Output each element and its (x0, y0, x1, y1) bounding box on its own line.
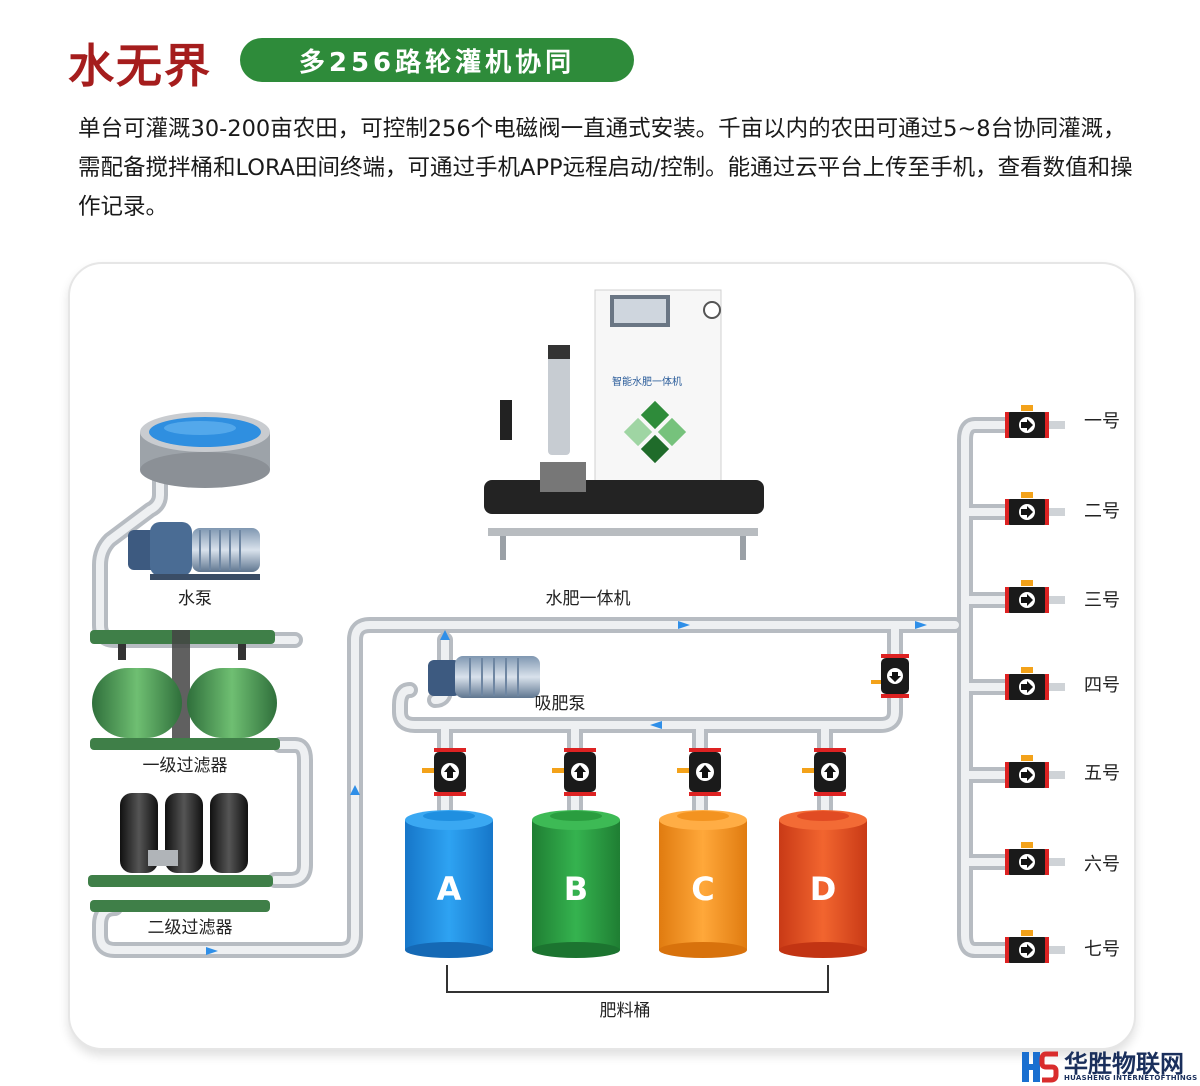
secondary-filter: 二级过滤器 (88, 793, 273, 938)
tank-d-letter: D (810, 870, 837, 908)
flow-arrow-icon (206, 947, 218, 955)
intro-paragraph: 单台可灌溉30-200亩农田，可控制256个电磁阀一直通式安装。千亩以内的农田可… (78, 116, 1133, 220)
tanks-bracket (446, 965, 829, 993)
tank-d: D (779, 810, 867, 958)
logo-english-name: HUASHENG INTERNETOFTHINGS (1064, 1074, 1198, 1082)
tank-c-letter: C (691, 870, 714, 908)
fertigation-machine-label: 水肥一体机 (546, 589, 631, 609)
tank-valve-b (552, 748, 596, 796)
suction-pump-label: 吸肥泵 (535, 694, 586, 714)
brand-title: 水无界 (68, 39, 212, 93)
outlet-valves: 一号 二号 三号 四号 五号 六号 七号 (1005, 405, 1120, 963)
fertigation-machine: 智能水肥一体机 水肥一体机 (484, 289, 764, 609)
outlet-valve-7 (1005, 930, 1065, 963)
flow-arrows (206, 621, 927, 955)
company-logo: 华胜物联网 HUASHENG INTERNETOFTHINGS (1018, 1048, 1200, 1086)
fertilizer-tanks: A B C D 肥料桶 (405, 810, 867, 1021)
flow-arrow-icon (915, 621, 927, 629)
outlet-label: 四号 (1084, 675, 1120, 696)
bypass-valve (871, 654, 909, 698)
suction-pump: 吸肥泵 (428, 656, 586, 714)
outlet-label: 五号 (1084, 763, 1120, 784)
secondary-filter-label: 二级过滤器 (148, 918, 233, 938)
logo-chinese-name: 华胜物联网 (1064, 1050, 1184, 1078)
outlet-valve-4 (1005, 667, 1065, 700)
flow-arrow-icon (440, 630, 450, 640)
outlet-label: 三号 (1084, 590, 1120, 611)
water-pool (140, 412, 270, 488)
tank-a: A (405, 810, 493, 958)
tank-valves (422, 748, 846, 796)
tank-a-letter: A (437, 870, 462, 908)
tank-valve-c (677, 748, 721, 796)
machine-brand-text: 智能水肥一体机 (612, 375, 682, 388)
tank-b-letter: B (564, 870, 588, 908)
outlet-valve-2 (1005, 492, 1065, 525)
tank-b: B (532, 810, 620, 958)
flow-arrow-icon (678, 621, 690, 629)
outlet-label: 二号 (1084, 501, 1120, 522)
tagline-badge: 多256路轮灌机协同 (240, 38, 634, 82)
outlet-label: 一号 (1084, 411, 1120, 432)
flow-arrow-icon (350, 785, 360, 795)
outlet-label: 七号 (1084, 939, 1120, 960)
tank-valve-a (422, 748, 466, 796)
water-pump: 水泵 (128, 522, 260, 609)
water-pump-label: 水泵 (178, 589, 212, 609)
primary-filter-label: 一级过滤器 (143, 756, 228, 776)
hs-logo-icon (1022, 1051, 1059, 1083)
tank-valve-d (802, 748, 846, 796)
outlet-valve-1 (1005, 405, 1065, 438)
primary-filter: 一级过滤器 (90, 630, 280, 776)
outlet-valve-5 (1005, 755, 1065, 788)
outlet-label: 六号 (1084, 854, 1120, 875)
outlet-valve-3 (1005, 580, 1065, 613)
outlet-valve-6 (1005, 842, 1065, 875)
pipe-network (92, 417, 1013, 958)
tank-c: C (659, 810, 747, 958)
flow-arrow-icon (650, 721, 662, 729)
fertilizer-buckets-label: 肥料桶 (600, 1001, 651, 1021)
